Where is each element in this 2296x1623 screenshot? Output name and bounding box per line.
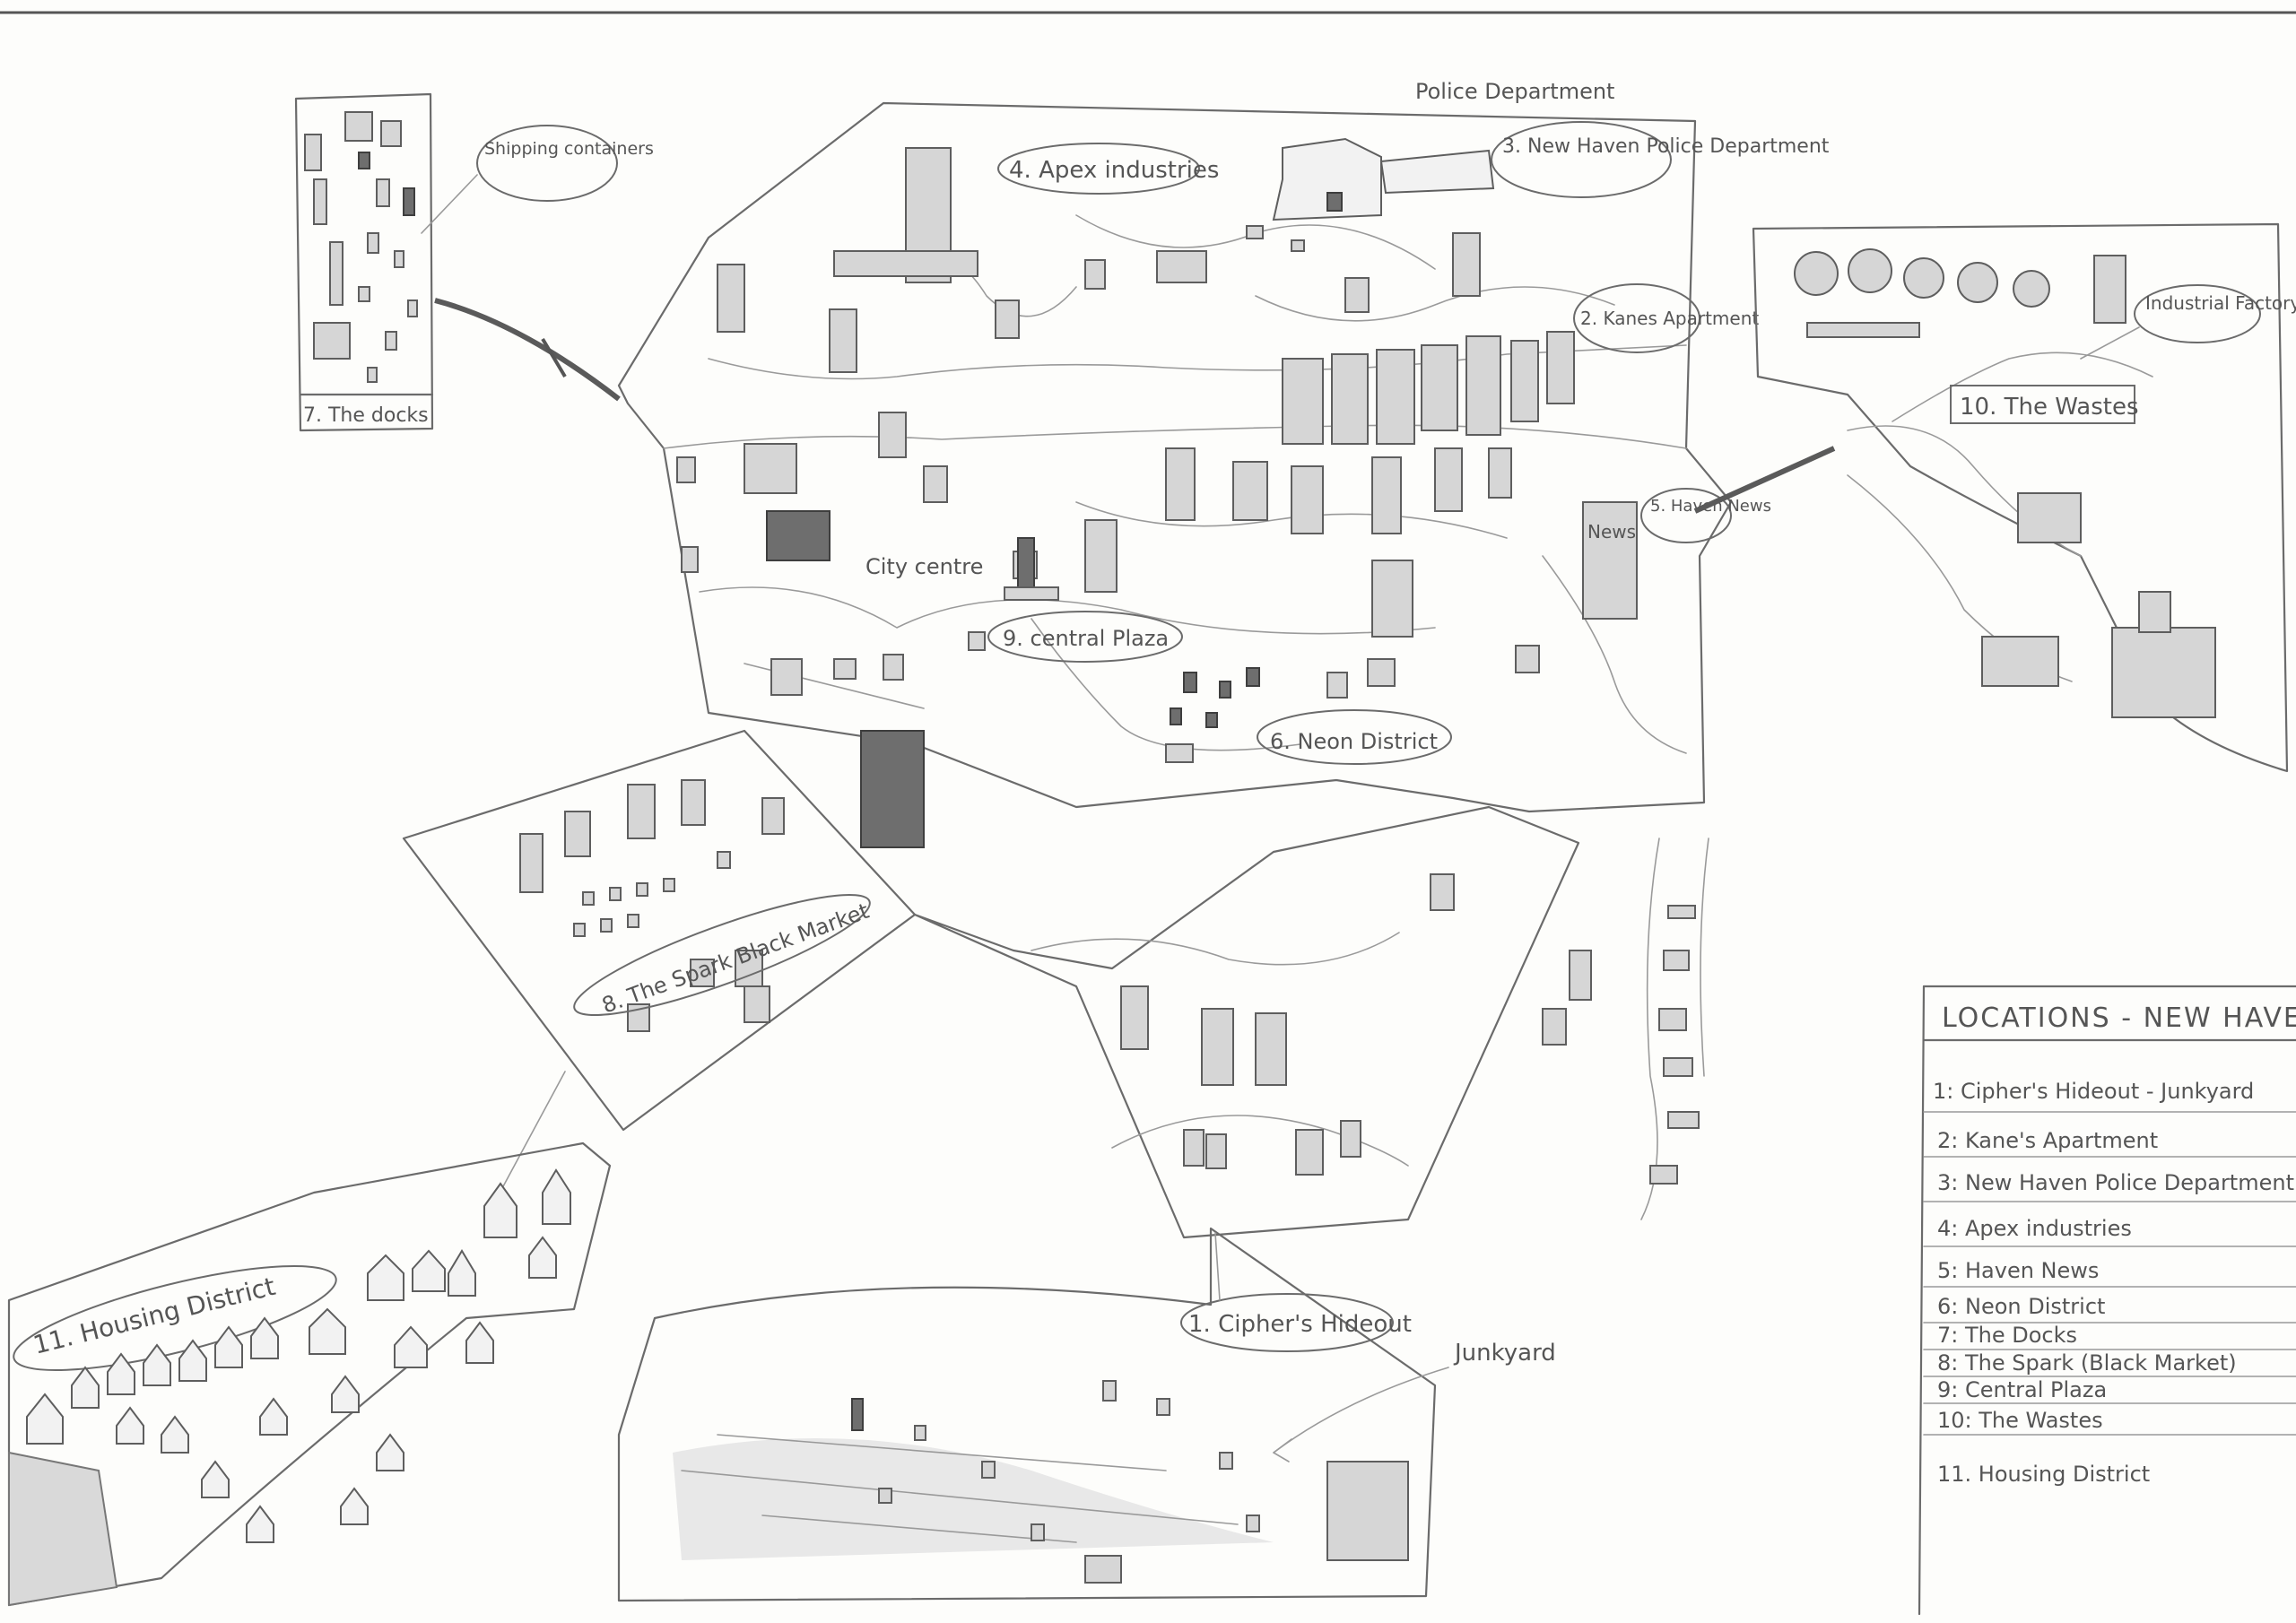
south-district-boundary [913, 805, 1580, 1239]
legend-item-10: 10: The Wastes [1937, 1408, 2103, 1433]
south-river [1031, 932, 1400, 966]
ciphers-label: 1. Cipher's Hideout [1188, 1311, 1412, 1338]
legend-title: LOCATIONS - NEW HAVEN [1942, 1002, 2296, 1034]
police-caption: Police Department [1415, 79, 1614, 104]
page-curl [8, 1451, 118, 1607]
docks-bridge [434, 298, 621, 402]
legend-item-8: 8: The Spark (Black Market) [1937, 1350, 2237, 1376]
dark-tower [860, 730, 925, 848]
docks-region: 7. The docks [294, 92, 434, 432]
legend-box: LOCATIONS - NEW HAVEN 1: Cipher's Hideou… [1918, 985, 2296, 1616]
city-district-lines [663, 214, 1687, 754]
legend-item-5: 5: Haven News [1937, 1258, 2099, 1283]
kanes-label: 2. Kanes Apartment [1580, 308, 1759, 329]
legend-item-2: 2: Kane's Apartment [1937, 1128, 2158, 1153]
legend-item-3: 3: New Haven Police Department [1937, 1170, 2294, 1195]
city-centre-area: City centre 9. central Plaza [676, 412, 1540, 696]
news-sign: News [1587, 521, 1636, 542]
junkyard-region [617, 1227, 1437, 1602]
city-boundary [617, 101, 1733, 813]
housing-region: 11. Housing District [7, 1141, 612, 1607]
wastes-region: Industrial Factory 10. The Wastes [1693, 222, 2296, 773]
apex-industries-area: 4. Apex industries [717, 143, 1219, 373]
wastes-label: 10. The Wastes [1960, 394, 2139, 421]
junkyard-label: Junkyard [1453, 1340, 1556, 1367]
police-label: 3. New Haven Police Department [1502, 135, 1830, 158]
south-buildings [1120, 873, 1592, 1176]
ciphers-hideout-callout: 1. Cipher's Hideout Junkyard [1180, 1293, 1556, 1462]
shipping-containers-label: Shipping containers [484, 139, 654, 159]
neon-district-area: 6. Neon District [1165, 667, 1452, 765]
legend-item-4: 4: Apex industries [1937, 1216, 2132, 1241]
spark-region: 8. The Spark Black Market [402, 729, 917, 1132]
apex-label: 4. Apex industries [1009, 157, 1219, 184]
legend-item-11: 11. Housing District [1937, 1462, 2150, 1487]
shipping-containers-callout: Shipping containers [421, 125, 654, 234]
junkyard-link [1214, 1232, 1221, 1301]
industrial-factory-label: Industrial Factory [2145, 292, 2296, 314]
haven-news-area: News 5. Haven News [1371, 488, 1771, 638]
wastes-bridge [1693, 446, 1836, 514]
junkyard-road [1640, 838, 1709, 1220]
legend-item-7: 7: The Docks [1937, 1323, 2077, 1348]
legend-item-9: 9: Central Plaza [1937, 1377, 2107, 1402]
neon-label: 6. Neon District [1270, 729, 1438, 754]
docks-label: 7. The docks [303, 404, 429, 427]
central-plaza-label: 9. central Plaza [1003, 626, 1169, 651]
legend-item-6: 6: Neon District [1937, 1294, 2105, 1319]
police-department-area: Police Department 3. New Haven Police De… [1246, 79, 1830, 252]
south-street [1111, 1115, 1409, 1167]
city-centre-label: City centre [865, 554, 983, 579]
kanes-apartment-area: 2. Kanes Apartment [1282, 232, 1759, 445]
legend-item-1: 1: Cipher's Hideout - Junkyard [1933, 1079, 2254, 1104]
spark-housing-path [501, 1071, 566, 1189]
